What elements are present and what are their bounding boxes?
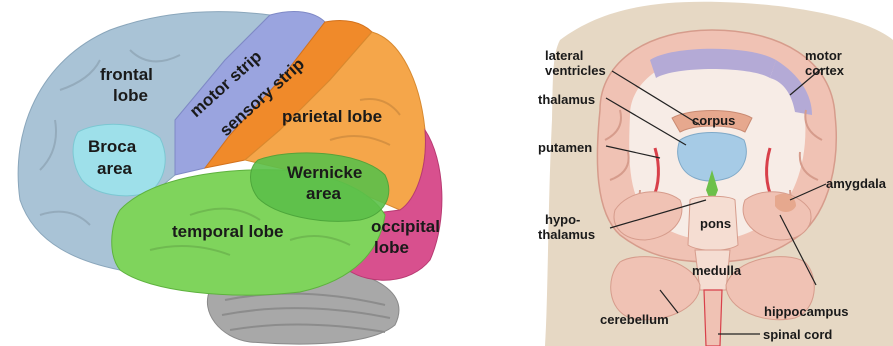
temporal-lobe-label: temporal lobe [172,222,283,241]
pons-label: pons [700,216,731,231]
wernicke-area-label-line1: Wernicke [287,163,362,182]
occipital-lobe-label-line2: lobe [374,238,409,257]
hypothalamus-label-line2: thalamus [538,227,595,242]
amygdala-label: amygdala [826,176,887,191]
frontal-lobe-label-line2: lobe [113,86,148,105]
medulla-label: medulla [692,263,742,278]
motor-cortex-label-line2: cortex [805,63,845,78]
broca-area-label-line2: area [97,159,133,178]
spinal-cord-region [704,290,722,346]
frontal-lobe-label-line1: frontal [100,65,153,84]
parietal-lobe-label: parietal lobe [282,107,382,126]
corpus-label: corpus [692,113,735,128]
spinal-cord-label: spinal cord [763,327,832,342]
hippocampus-label: hippocampus [764,304,849,319]
thalamus-label: thalamus [538,92,595,107]
hypothalamus-label-line1: hypo- [545,212,580,227]
cerebellum-label: cerebellum [600,312,669,327]
broca-area-label-line1: Broca [88,137,137,156]
putamen-label: putamen [538,140,592,155]
motor-cortex-label-line1: motor [805,48,842,63]
lateral-brain-view: frontal lobe Broca area motor strip sens… [18,11,442,344]
occipital-lobe-label-line1: occipital [371,217,440,236]
coronal-section-view: lateral ventricles thalamus corpus putam… [538,2,893,346]
wernicke-area-label-line2: area [306,184,342,203]
lateral-ventricles-label-line1: lateral [545,48,583,63]
lateral-ventricles-label-line2: ventricles [545,63,606,78]
